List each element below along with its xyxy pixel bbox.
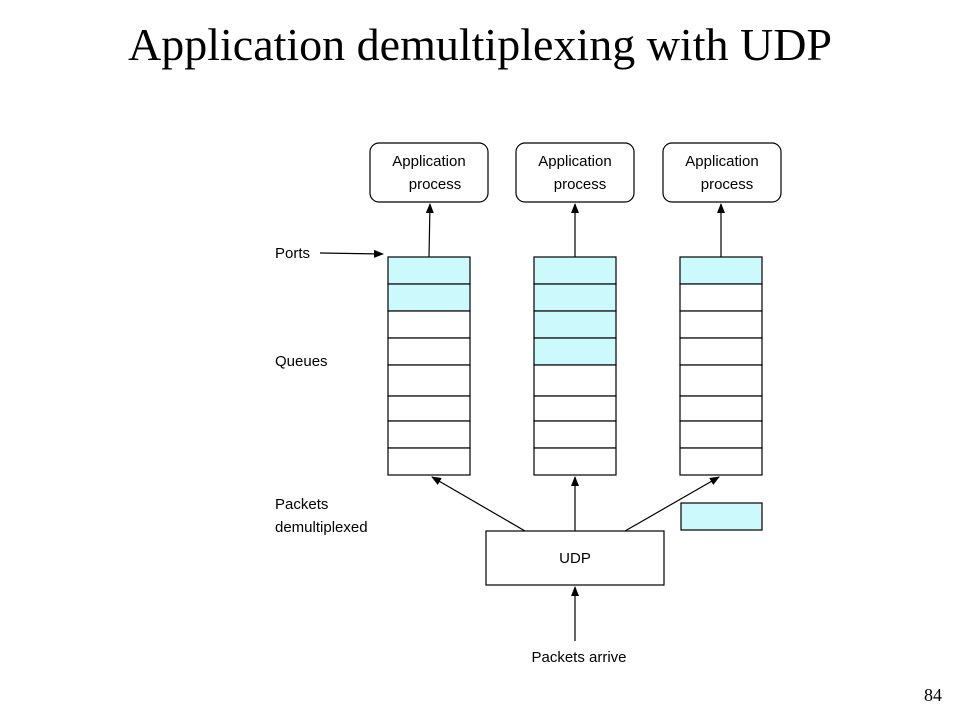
udp-to-queue-1-arrow <box>431 476 526 532</box>
process-2-line2: process <box>554 176 607 193</box>
queue-3-slot-7-empty <box>679 420 763 449</box>
queue-2-slot-3-filled <box>533 310 617 339</box>
queue-2-slot-4-filled <box>533 337 617 366</box>
page-number: 84 <box>924 685 942 705</box>
packets-demultiplexed-label-line1: Packets <box>275 496 328 513</box>
queue-1-slot-7-empty <box>387 420 471 449</box>
udp-to-queue-3-arrow <box>624 476 720 532</box>
queue-3-slot-3-empty <box>679 310 763 339</box>
application-process-3: Application process <box>662 142 782 203</box>
queues-label: Queues <box>275 353 328 370</box>
queue-2-slot-8-empty <box>533 447 617 476</box>
application-process-2: Application process <box>515 142 635 203</box>
ports-arrow <box>319 249 384 258</box>
application-process-1: Application process <box>369 142 489 203</box>
queue-3-slot-6-empty <box>679 395 763 422</box>
queue-1-slot-2-filled <box>387 283 471 312</box>
queue-3-slot-2-empty <box>679 283 763 312</box>
packets-arrive-label: Packets arrive <box>531 649 626 666</box>
process-2-line1: Application <box>538 153 611 170</box>
udp-label: UDP <box>559 550 591 567</box>
queue-2-slot-7-empty <box>533 420 617 449</box>
queue-2-slot-1-filled <box>533 256 617 285</box>
queue-2-slot-5-empty <box>533 364 617 397</box>
packets-demultiplexed-label-line2: demultiplexed <box>275 519 368 536</box>
queue-1-slot-6-empty <box>387 395 471 422</box>
slide-title: Application demultiplexing with UDP <box>128 19 832 70</box>
queue-3-slot-1-filled <box>679 256 763 285</box>
queue-1-slot-1-filled <box>387 256 471 285</box>
queue-3-slot-5-empty <box>679 364 763 397</box>
queue-1-slot-5-empty <box>387 364 471 397</box>
queue-3-slot-4-empty <box>679 337 763 366</box>
process-1-line2: process <box>409 176 462 193</box>
queue-1-slot-4-empty <box>387 337 471 366</box>
queue-1-slot-3-empty <box>387 310 471 339</box>
queue-2-slot-6-empty <box>533 395 617 422</box>
ports-label: Ports <box>275 245 310 262</box>
queue-1 <box>387 256 471 476</box>
queue-2 <box>533 256 617 476</box>
queue-1-to-process-arrow <box>425 203 434 258</box>
queue-2-slot-2-filled <box>533 283 617 312</box>
incoming-packet <box>680 502 763 531</box>
queue-3-slot-8-empty <box>679 447 763 476</box>
queue-3 <box>679 256 763 476</box>
process-1-line1: Application <box>392 153 465 170</box>
process-3-line1: Application <box>685 153 758 170</box>
queue-1-slot-8-empty <box>387 447 471 476</box>
process-3-line2: process <box>701 176 754 193</box>
udp-box: UDP <box>485 530 665 586</box>
